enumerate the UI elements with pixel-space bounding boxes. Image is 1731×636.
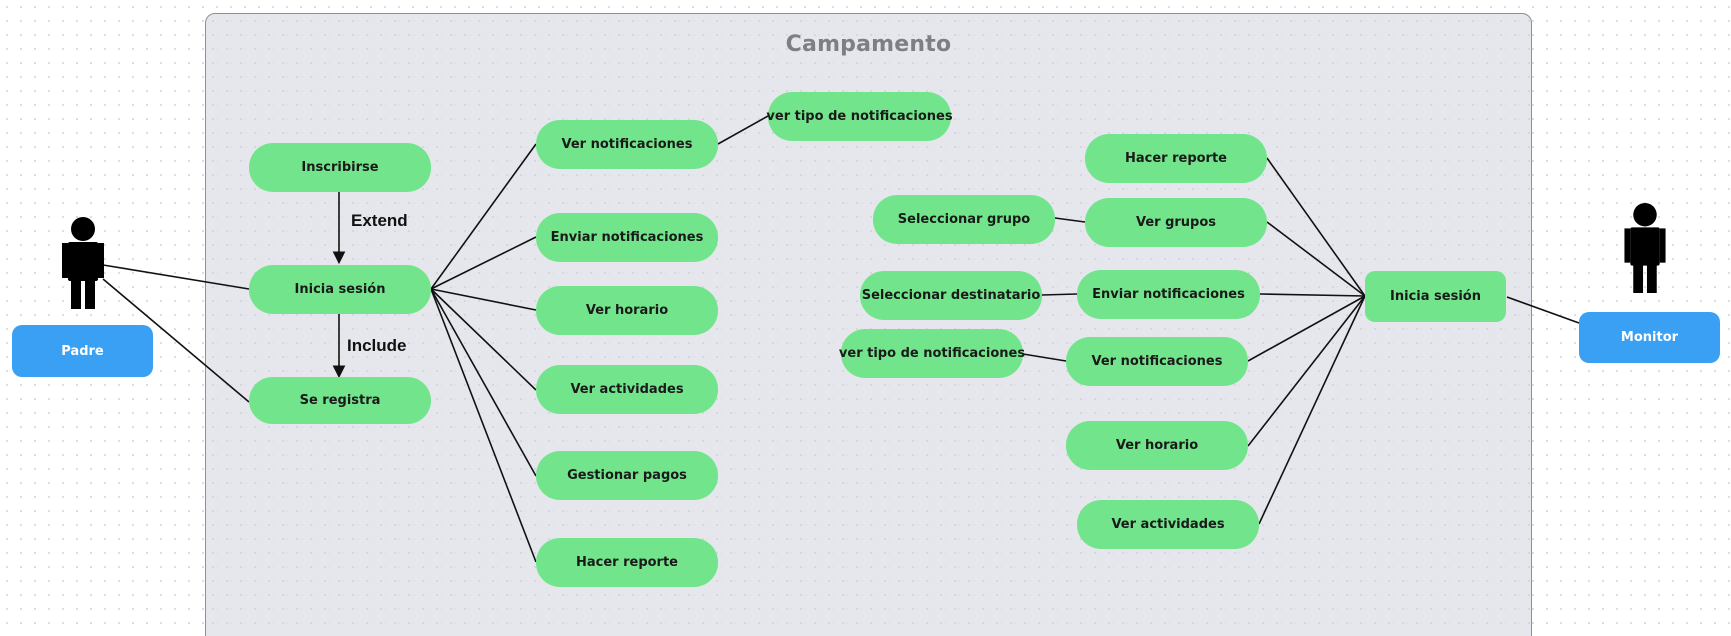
link-padre-gestionar-pagos (430, 288, 537, 477)
use-case-seleccionar-grupo[interactable]: Seleccionar grupo (873, 195, 1055, 244)
use-case-se-registra[interactable]: Se registra (249, 377, 431, 424)
use-case-ver-grupos[interactable]: Ver grupos (1085, 198, 1267, 247)
monitor-actor-icon (1624, 202, 1666, 293)
link-padre-ver-actividades (430, 288, 537, 391)
link-padre-enviar-notificaciones (430, 236, 537, 290)
monitor-actor-label[interactable]: Monitor (1579, 312, 1720, 363)
link-padre-ver-tipo (717, 115, 769, 145)
include-label: Include (347, 336, 407, 355)
link-padre-inicia-sesion (102, 264, 250, 290)
link-monitor-enviar-notificaciones (1259, 293, 1366, 297)
use-case-hacer-reporte-padre[interactable]: Hacer reporte (536, 538, 718, 587)
link-monitor-ver-actividades (1258, 295, 1366, 525)
use-case-ver-horario-padre[interactable]: Ver horario (536, 286, 718, 335)
use-case-enviar-notificaciones-padre[interactable]: Enviar notificaciones (536, 213, 718, 262)
extend-label: Extend (351, 211, 408, 230)
padre-actor-label[interactable]: Padre (12, 325, 153, 377)
link-padre-hacer-reporte (430, 288, 537, 563)
use-case-inicia-sesion-monitor[interactable]: Inicia sesión (1365, 271, 1506, 322)
use-case-gestionar-pagos[interactable]: Gestionar pagos (536, 451, 718, 500)
link-seleccionar-destinatario (1041, 293, 1078, 296)
use-case-ver-tipo-notificaciones-padre[interactable]: ver tipo de notificaciones (766, 92, 953, 141)
use-case-ver-actividades-monitor[interactable]: Ver actividades (1077, 500, 1259, 549)
use-case-ver-notificaciones-padre[interactable]: Ver notificaciones (536, 120, 718, 169)
link-padre-ver-notificaciones (430, 143, 537, 290)
use-case-ver-notificaciones-monitor[interactable]: Ver notificaciones (1066, 337, 1248, 386)
link-monitor-inicia-sesion (1506, 296, 1580, 324)
use-case-seleccionar-destinatario[interactable]: Seleccionar destinatario (860, 271, 1042, 320)
use-case-ver-horario-monitor[interactable]: Ver horario (1066, 421, 1248, 470)
use-case-inicia-sesion-padre[interactable]: Inicia sesión (249, 265, 431, 314)
use-case-inscribirse[interactable]: Inscribirse (249, 143, 431, 192)
padre-actor-icon (62, 217, 104, 309)
use-case-ver-tipo-notificaciones-monitor[interactable]: ver tipo de notificaciones (839, 329, 1025, 378)
link-monitor-hacer-reporte (1266, 157, 1366, 297)
system-title: Campamento (785, 32, 952, 57)
link-padre-se-registra (102, 278, 250, 403)
link-monitor-ver-grupos (1266, 221, 1366, 297)
link-monitor-ver-horario (1247, 295, 1366, 447)
link-monitor-ver-tipo (1022, 353, 1067, 362)
use-case-enviar-notificaciones-monitor[interactable]: Enviar notificaciones (1077, 270, 1260, 319)
link-monitor-ver-notificaciones (1247, 295, 1366, 362)
link-padre-ver-horario (430, 288, 537, 311)
use-case-hacer-reporte-monitor[interactable]: Hacer reporte (1085, 134, 1267, 183)
use-case-ver-actividades-padre[interactable]: Ver actividades (536, 365, 718, 414)
link-seleccionar-grupo (1054, 217, 1086, 223)
